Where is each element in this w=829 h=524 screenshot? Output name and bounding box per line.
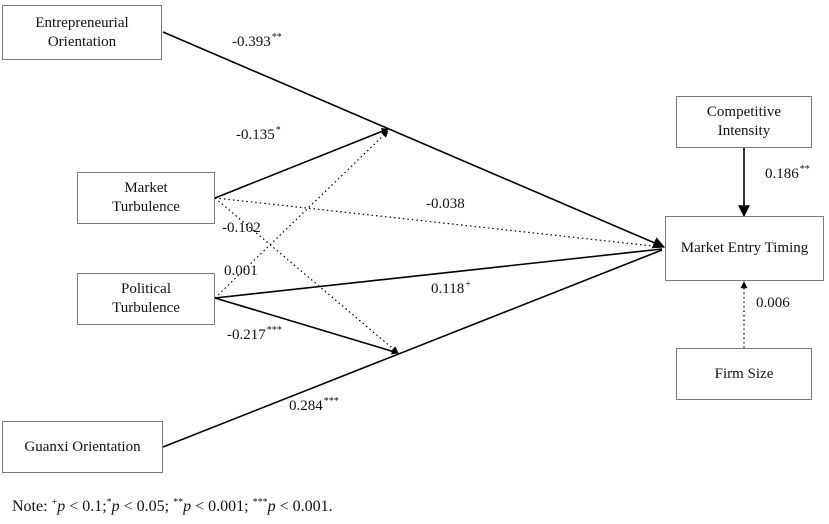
path-pt-met (214, 248, 663, 299)
path-mt-met (214, 197, 663, 248)
coef-pt-mod2: -0.217*** (227, 325, 282, 344)
coef-mt-mod2: -0.102 (222, 220, 261, 236)
path-go-met (162, 249, 663, 448)
node-label: Guanxi Orientation (24, 438, 141, 455)
coef-go-met: 0.284*** (289, 396, 339, 415)
node-label: Orientation (47, 33, 117, 50)
node-firm-size: Firm Size (676, 348, 812, 400)
node-label: Political (121, 281, 171, 297)
path-mt-mod1 (214, 128, 389, 199)
node-market-entry-timing: Market Entry Timing (665, 216, 824, 281)
coef-mt-met: -0.038 (426, 196, 465, 212)
node-label: Market (124, 180, 168, 196)
node-label: Turbulence (112, 199, 180, 215)
node-label: Intensity (717, 123, 771, 139)
node-label: Turbulence (112, 300, 180, 316)
coef-eo-met: -0.393** (232, 32, 282, 51)
significance-note: Note: +p < 0.1;*p < 0.05; **p < 0.001; *… (12, 497, 333, 516)
coef-fs-met: 0.006 (756, 295, 790, 311)
node-label: Competitive (706, 104, 782, 120)
path-eo-met (162, 31, 666, 249)
node-label: Market Entry Timing (680, 240, 809, 256)
coef-ci-met: 0.186** (765, 164, 810, 183)
path-pt-mod2 (214, 297, 399, 355)
node-label: Firm Size (714, 365, 774, 382)
coef-pt-mod1: 0.001 (224, 263, 258, 279)
coef-pt-met: 0.118+ (431, 279, 471, 298)
node-guanxi-orientation: Guanxi Orientation (2, 421, 163, 473)
node-label: Entrepreneurial (35, 14, 129, 31)
coef-mt-mod1: -0.135* (236, 125, 281, 144)
